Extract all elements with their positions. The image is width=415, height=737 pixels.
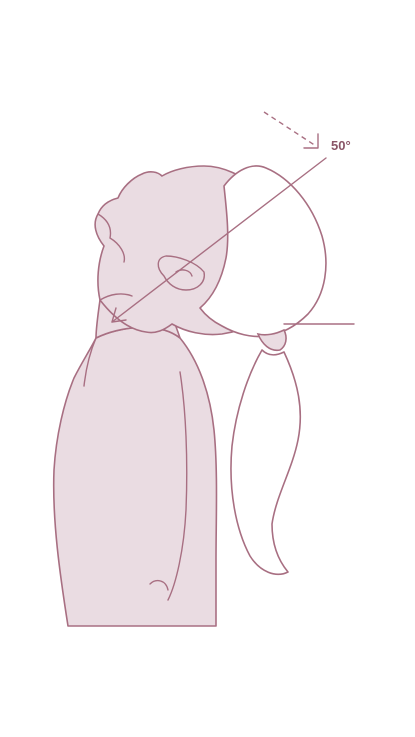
ponytail-band: [256, 328, 287, 352]
arm-contour: [167, 371, 188, 601]
torso-shape: [52, 326, 218, 627]
angle-arrowhead: [111, 307, 127, 323]
ear: [157, 255, 205, 291]
elbow-detail: [149, 579, 169, 591]
ponytail: [230, 349, 302, 576]
motion-arrowhead: [303, 133, 319, 149]
face-profile: [97, 213, 126, 263]
back-contour: [83, 337, 97, 387]
motion-arrow-dashed: [263, 111, 317, 147]
angle-label: 50°: [331, 138, 351, 153]
chin-line: [99, 293, 133, 301]
angle-measurement-line: [111, 157, 327, 323]
